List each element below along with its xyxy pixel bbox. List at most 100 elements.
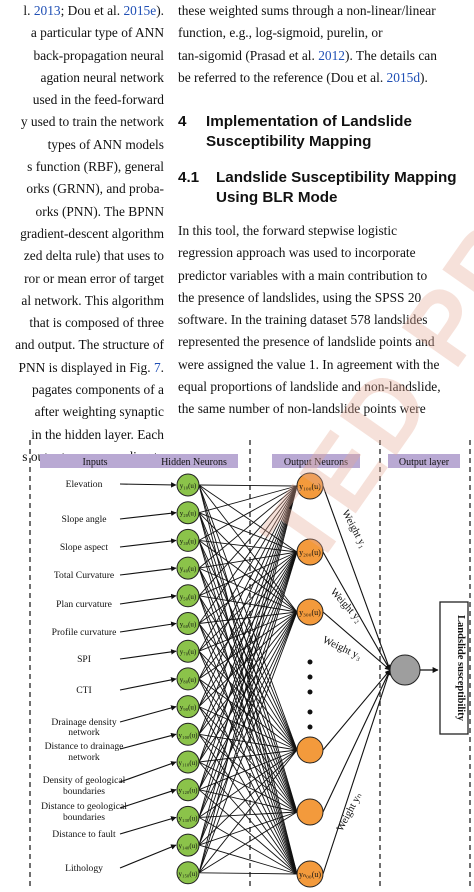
text-line: the presence of landslides, using the SP… (178, 287, 474, 309)
final-neuron (389, 654, 421, 686)
input-label: Drainage density (51, 717, 116, 728)
connection-line (198, 484, 298, 813)
connection-line (198, 611, 298, 624)
citation-link[interactable]: 2013 (33, 3, 61, 18)
text-span: these weighted sums through a non-linear… (178, 3, 436, 18)
output-neuron-label: y₁₀₀(u) (299, 482, 321, 491)
connection-line (198, 551, 298, 846)
hidden-neuron-label: y₁₀₀(u) (179, 731, 199, 739)
hidden-neuron (176, 584, 200, 608)
right-text-body: In this tool, the forward stepwise logis… (178, 220, 474, 421)
input-label: Density of geological (43, 775, 126, 786)
connection-line (198, 761, 298, 813)
connection-line (198, 551, 298, 569)
output-arrow (322, 669, 391, 813)
hidden-neuron (176, 750, 200, 774)
result-box (439, 601, 469, 735)
text-line: PNN is displayed in Fig. 7. (0, 357, 164, 379)
input-arrow (119, 761, 177, 783)
text-line: in the hidden layer. Each (0, 424, 164, 446)
citation-link[interactable]: 2012 (318, 47, 345, 63)
weight-label: Weight y₃ (321, 635, 364, 663)
header-box (272, 454, 360, 468)
citation-link[interactable]: 7 (153, 359, 161, 375)
text-span: ). (156, 3, 164, 18)
connection-line (198, 485, 298, 652)
hidden-neuron (176, 722, 200, 746)
text-span: ). The details can (344, 47, 437, 63)
text-line: ror or mean error of target (0, 268, 164, 290)
connection-line (198, 551, 298, 763)
connection-line (198, 485, 298, 597)
connection-line (198, 567, 298, 813)
weight-label: Weight yₙ (335, 791, 364, 833)
citation-link[interactable]: 2015d (386, 69, 421, 85)
text-span: the same number of non-landslide points … (178, 401, 426, 417)
left-text-column: l. 2013; Dou et al. 2015e). a particular … (0, 0, 164, 468)
text-line: represented the presence of landslide po… (178, 331, 474, 353)
input-label: Distance to geological (41, 801, 127, 812)
connection-line (198, 551, 298, 597)
connection-line (198, 623, 298, 813)
text-line: pagates components of a (0, 379, 164, 401)
connection-line (198, 811, 298, 846)
output-neuron (296, 736, 324, 764)
connection-line (198, 749, 298, 846)
connection-line (198, 485, 298, 569)
connection-line (198, 611, 298, 818)
text-line: tan-sigomid (Prasad et al. 2012). The de… (178, 45, 474, 67)
ellipsis-dot (307, 709, 313, 715)
text-line: zed delta rule) that uses to (0, 245, 164, 267)
connection-line (198, 485, 298, 790)
text-span: a particular type of ANN (30, 25, 164, 41)
input-label: SPI (77, 654, 91, 665)
output-arrow (322, 669, 392, 875)
connection-line (198, 551, 298, 652)
input-arrow (119, 510, 177, 520)
text-line: l. 2013; Dou et al. 2015e). (0, 0, 164, 22)
hidden-neuron-label: y₁₃₀(u) (179, 814, 199, 822)
connection-line (198, 540, 298, 813)
text-span: l. (23, 3, 34, 18)
connection-line (198, 485, 298, 763)
input-label: Plan curvature (56, 599, 112, 610)
connection-line (198, 706, 298, 875)
ellipsis-dot (307, 724, 313, 730)
output-arrow (322, 551, 391, 671)
citation-link[interactable]: 2015e (123, 3, 157, 18)
output-neuron (296, 798, 324, 826)
connection-line (198, 551, 298, 624)
text-line: a particular type of ANN (0, 22, 164, 44)
hidden-neuron (176, 695, 200, 719)
input-arrow (119, 593, 177, 605)
input-label: Slope angle (61, 514, 106, 525)
connection-line (198, 623, 298, 875)
section-title-line1: Implementation of Landslide (206, 113, 412, 130)
connection-line (198, 811, 298, 874)
text-span: pagates components of a (31, 382, 164, 398)
section-title-line2: Susceptibility Mapping (206, 133, 372, 150)
connection-line (198, 540, 298, 875)
hidden-neuron-label: y₈₀(u) (180, 676, 197, 684)
connection-line (198, 706, 298, 813)
text-span: in the hidden layer. Each (31, 426, 164, 442)
subsection-title-line2: Using BLR Mode (216, 189, 338, 206)
text-span: zed delta rule) that uses to (23, 248, 164, 264)
connection-line (198, 611, 298, 846)
connection-line (198, 551, 298, 873)
hidden-neuron (176, 778, 200, 802)
input-label: Distance to fault (52, 829, 116, 840)
input-arrow (119, 565, 177, 576)
connection-line (198, 811, 298, 818)
hidden-neuron-label: y₂₀(u) (180, 510, 197, 518)
connection-line (198, 789, 298, 875)
connection-line (198, 650, 298, 813)
hidden-neuron-label: y₅₀(u) (180, 593, 197, 601)
text-span: and output. The structure of (15, 337, 164, 353)
text-span: after weighting synaptic (34, 404, 164, 420)
connection-line (198, 789, 298, 813)
connection-line (198, 551, 298, 735)
header-box (40, 454, 150, 468)
subsection-number: 4.1 (178, 169, 200, 186)
